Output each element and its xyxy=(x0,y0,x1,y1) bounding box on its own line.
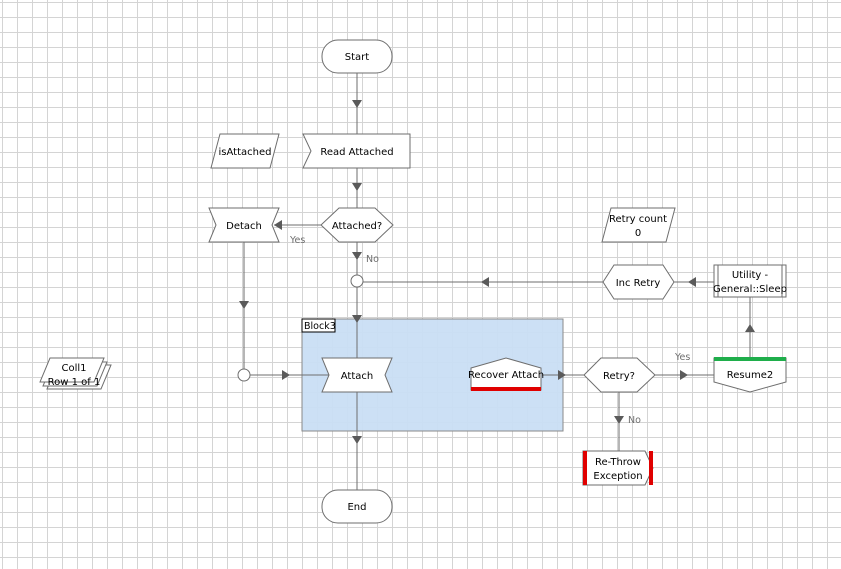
retry-count-label-line2: 0 xyxy=(635,228,641,239)
attach-label: Attach xyxy=(341,371,373,382)
attach-node[interactable]: Attach xyxy=(321,357,393,393)
no-label-retry: No xyxy=(628,415,641,426)
read-attached-label: Read Attached xyxy=(320,147,393,158)
retry-count-data-item[interactable]: Retry count 0 xyxy=(601,207,676,243)
utility-label-line2: General::Sleep xyxy=(713,284,787,295)
rethrow-label-line1: Re-Throw xyxy=(595,457,641,468)
coll1-label-line1: Coll1 xyxy=(61,363,86,374)
detach-node[interactable]: Detach xyxy=(208,207,280,243)
end-label: End xyxy=(347,502,366,513)
start-label: Start xyxy=(345,52,370,63)
start-node[interactable]: Start xyxy=(321,39,393,74)
yes-label-detach: Yes xyxy=(289,235,305,246)
no-label-attached: No xyxy=(366,254,379,265)
coll1-collection-item[interactable]: Coll1 Row 1 of 1 xyxy=(39,357,112,390)
junction-left[interactable] xyxy=(237,368,251,382)
recover-attach-label: Recover Attach xyxy=(468,370,544,381)
recover-attach-node[interactable]: Recover Attach xyxy=(468,357,544,391)
attached-decision-node[interactable]: Attached? xyxy=(320,207,394,243)
resume2-node[interactable]: Resume2 xyxy=(713,357,787,393)
attached-decision-label: Attached? xyxy=(332,221,382,232)
is-attached-data-item[interactable]: isAttached xyxy=(210,133,280,169)
is-attached-label: isAttached xyxy=(219,147,272,158)
rethrow-label-line2: Exception xyxy=(593,471,642,482)
retry-decision-label: Retry? xyxy=(603,371,635,382)
inc-retry-label: Inc Retry xyxy=(616,278,661,289)
coll1-label-line2: Row 1 of 1 xyxy=(48,377,101,388)
end-node[interactable]: End xyxy=(321,489,393,524)
rethrow-exception-node[interactable]: Re-Throw Exception xyxy=(582,450,654,486)
retry-count-label-line1: Retry count xyxy=(609,214,667,225)
junction-top[interactable] xyxy=(350,274,364,288)
block3-label-tag: Block3 xyxy=(301,318,336,333)
detach-label: Detach xyxy=(226,221,262,232)
yes-label-retry: Yes xyxy=(674,352,690,363)
block3-label: Block3 xyxy=(304,321,336,332)
utility-sleep-node[interactable]: Utility - General::Sleep xyxy=(713,264,787,298)
retry-decision-node[interactable]: Retry? xyxy=(583,357,656,393)
read-attached-node[interactable]: Read Attached xyxy=(302,133,411,169)
utility-label-line1: Utility - xyxy=(732,270,769,281)
resume2-label: Resume2 xyxy=(727,370,773,381)
inc-retry-node[interactable]: Inc Retry xyxy=(602,264,675,300)
connectors xyxy=(237,73,755,490)
